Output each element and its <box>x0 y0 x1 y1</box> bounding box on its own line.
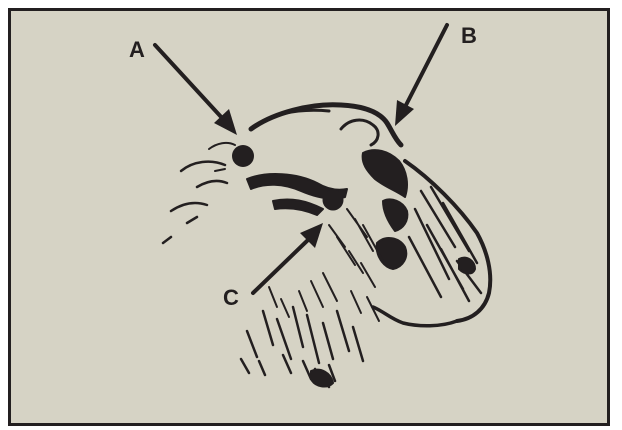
face-strokes <box>329 209 383 287</box>
sheep-head-drawing <box>163 105 490 387</box>
crown-shadow <box>363 150 407 197</box>
marker-dot-a <box>232 145 254 167</box>
illustration-panel: A B C <box>8 8 610 426</box>
crown-shadow-2 <box>383 199 407 231</box>
arrow-a-shaft <box>155 45 223 119</box>
ear-tuft-2 <box>209 143 235 171</box>
neck-wool-2 <box>269 273 379 321</box>
marker-dot-c <box>323 190 344 211</box>
ear-tuft <box>163 162 227 243</box>
eye-band-2 <box>273 199 323 215</box>
head-top-curl <box>341 120 378 145</box>
jaw-outline <box>373 307 457 326</box>
callout-label-a: A <box>129 39 145 61</box>
muzzle-shading <box>409 187 481 301</box>
muzzle-outline <box>405 161 490 321</box>
arrow-b-shaft <box>405 25 447 107</box>
nostril <box>459 258 475 274</box>
neck-blot <box>311 370 333 387</box>
cheek-patch <box>377 238 407 269</box>
arrow-c-shaft <box>253 239 309 293</box>
callout-label-c: C <box>223 287 239 309</box>
callout-label-b: B <box>461 25 477 47</box>
neck-wool <box>241 307 363 387</box>
sheep-head-illustration <box>11 11 610 426</box>
